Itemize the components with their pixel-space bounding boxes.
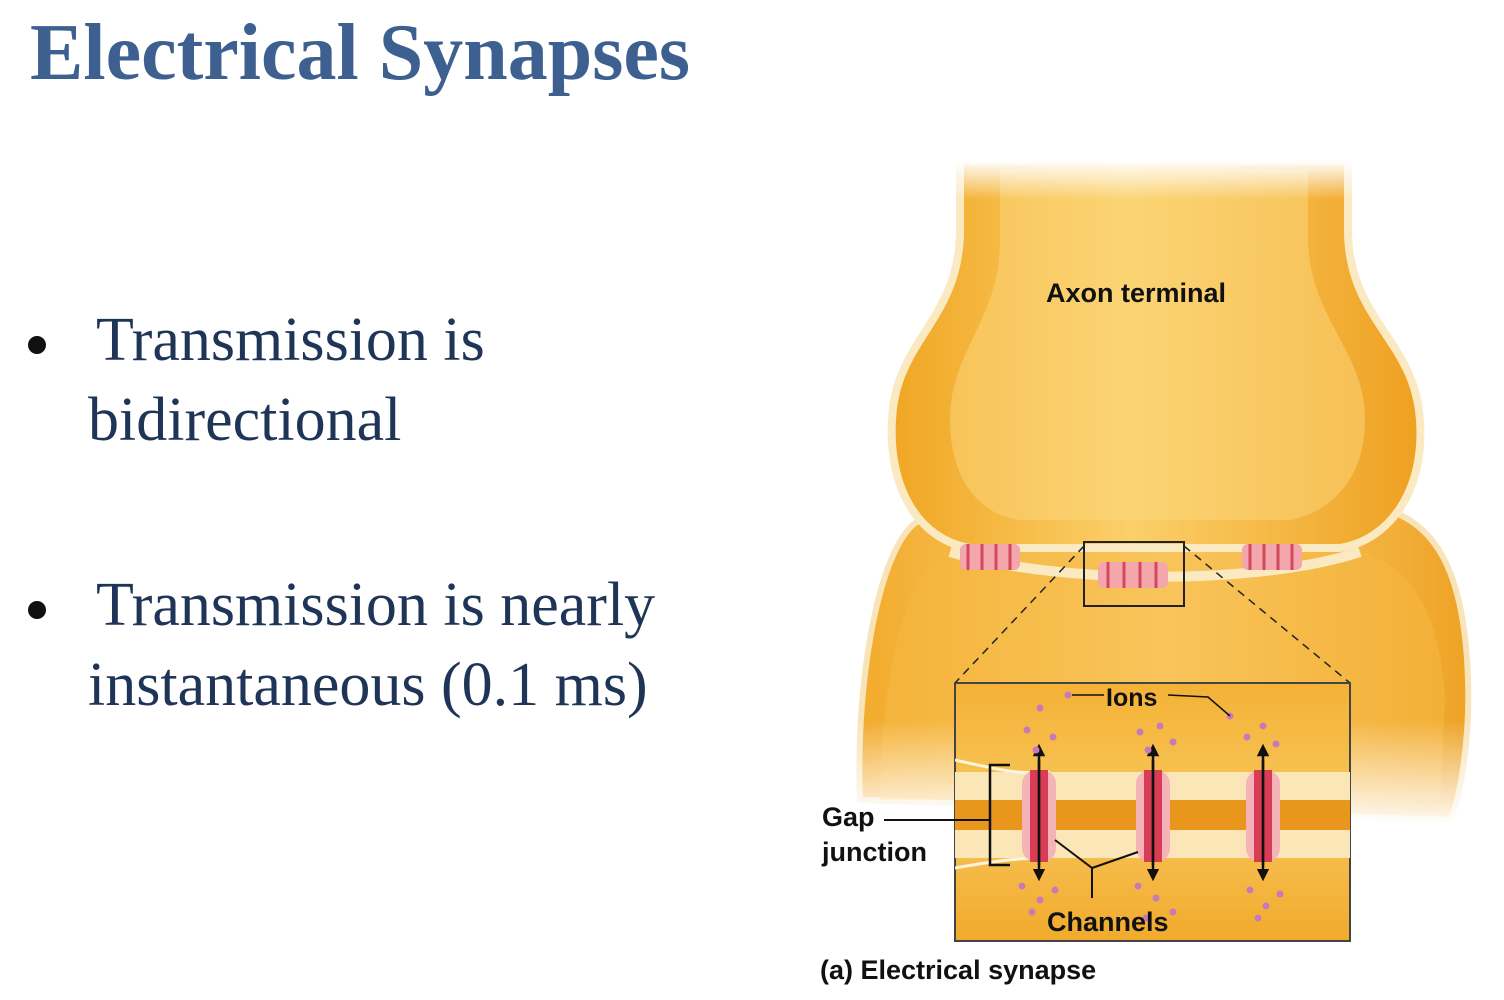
electrical-synapse-figure: Axon terminal Ions Gap junction Channels… <box>800 160 1500 1000</box>
zoom-box <box>1083 541 1185 607</box>
bullet-text-line: bidirectional <box>88 386 402 454</box>
channel <box>1246 743 1280 882</box>
channel <box>1022 743 1056 882</box>
bullet-text-line: Transmission is <box>96 306 485 374</box>
bullet-dot-icon <box>28 601 46 619</box>
gap-junction-cluster-right <box>1242 544 1302 570</box>
junction-label: junction <box>822 837 927 867</box>
gap-label: Gap <box>822 802 875 832</box>
figure-caption: (a) Electrical synapse <box>820 955 1097 985</box>
ions-label: Ions <box>1106 684 1158 712</box>
bullet-item: Transmission is nearly instantaneous (0.… <box>22 565 762 725</box>
gap-junction-inset <box>954 682 1351 942</box>
bullet-item: Transmission is bidirectional <box>22 300 762 460</box>
ions <box>1018 691 1284 922</box>
axon-terminal-label: Axon terminal <box>1046 278 1227 308</box>
gap-junction-cluster-center <box>1098 562 1168 588</box>
bullet-list: Transmission is bidirectional Transmissi… <box>22 300 762 830</box>
bullet-dot-icon <box>28 336 46 354</box>
bullet-text-line: Transmission is nearly <box>96 571 656 639</box>
channels-label: Channels <box>1047 907 1169 937</box>
gap-junction-bracket <box>988 763 1010 867</box>
gap-junction-cluster-left <box>960 544 1020 570</box>
bullet-text-line: instantaneous (0.1 ms) <box>88 651 648 719</box>
slide-title: Electrical Synapses <box>30 9 690 97</box>
channel <box>1136 743 1170 882</box>
synapse-illustration <box>800 160 1500 942</box>
